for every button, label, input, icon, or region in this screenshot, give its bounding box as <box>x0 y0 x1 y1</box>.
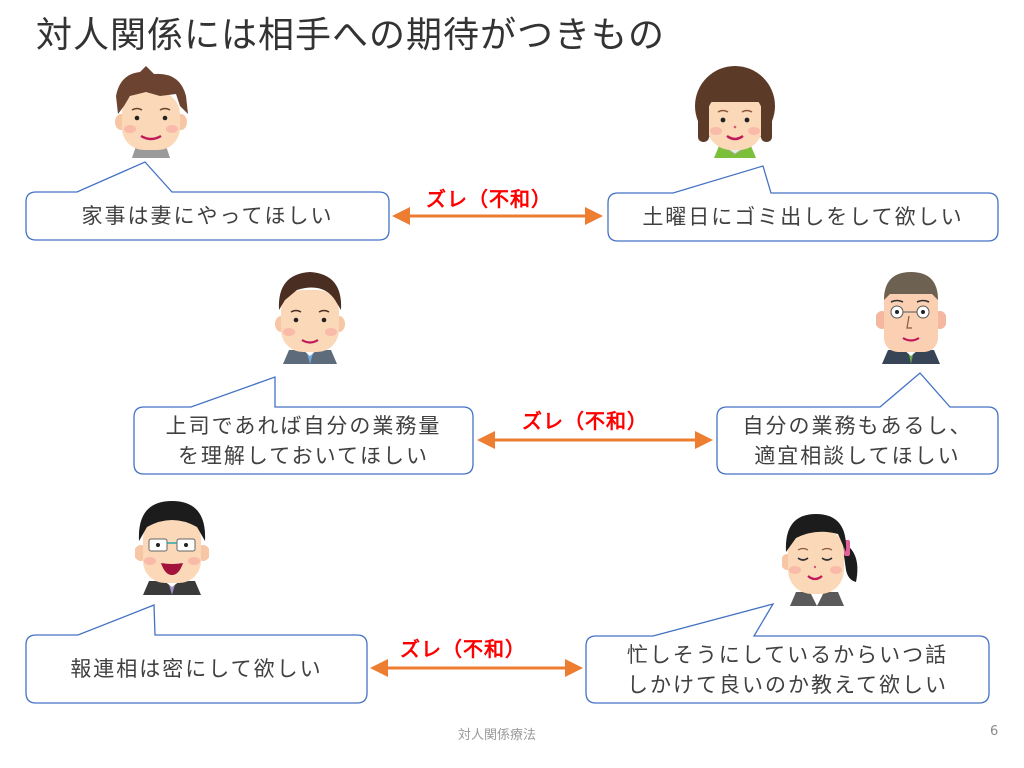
conflict-label-3: ズレ（不和） <box>400 637 526 661</box>
conflict-label-1: ズレ（不和） <box>426 187 552 211</box>
businessman-icon <box>275 272 345 364</box>
woman-bob-hair-icon <box>695 66 775 158</box>
footer-text: 対人関係療法 <box>458 728 537 743</box>
speech-text-3-right: 忙しそうにしているからいつ話 しかけて良いのか教えて欲しい <box>626 642 949 697</box>
page-number: 6 <box>990 724 999 739</box>
glasses-man-icon <box>135 501 209 595</box>
young-man-icon <box>115 66 188 158</box>
speech-bubble-2-left <box>133 376 474 475</box>
senior-boss-icon <box>876 272 946 364</box>
speech-bubble-3-left <box>25 604 368 704</box>
speech-bubble-1-right <box>607 165 999 242</box>
speech-text-3-left: 報連相は密にして欲しい <box>70 657 323 681</box>
speech-bubble-3-right <box>585 602 990 704</box>
speech-bubble-2-right <box>716 372 999 475</box>
conflict-label-2: ズレ（不和） <box>522 409 648 433</box>
speech-text-2-right: 自分の業務もあるし、 適宜相談してほしい <box>742 413 973 468</box>
speech-text-2-left: 上司であれば自分の業務量 を理解しておいてほしい <box>165 413 442 468</box>
speech-text-1-right: 土曜日にゴミ出しをして欲しい <box>642 205 964 229</box>
office-woman-icon <box>782 514 858 606</box>
slide-title: 対人関係には相手への期待がつきもの <box>36 15 666 56</box>
speech-bubble-1-left <box>25 161 390 241</box>
speech-text-1-left: 家事は妻にやってほしい <box>81 204 334 228</box>
